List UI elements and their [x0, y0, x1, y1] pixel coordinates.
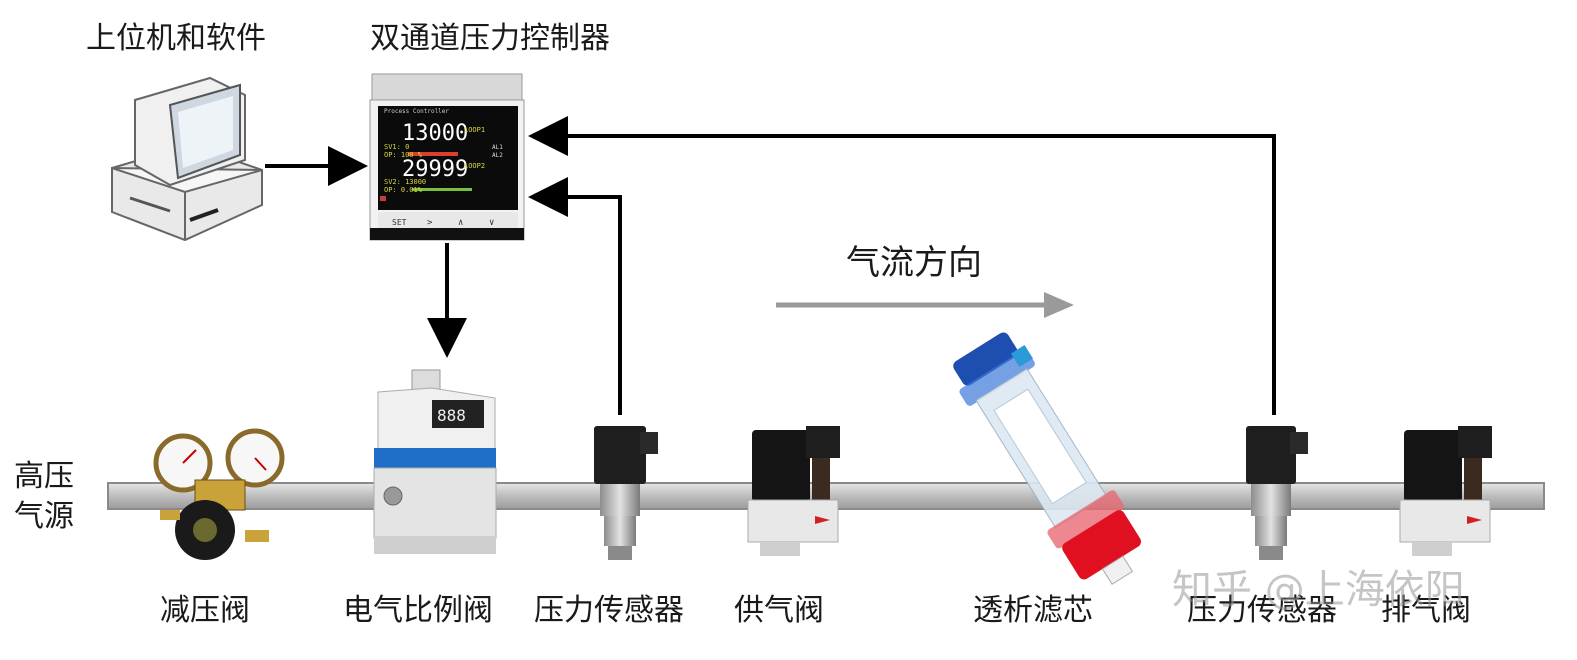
reducing-valve-label: 减压阀	[160, 593, 250, 628]
loop1-op: OP: 100 %	[384, 151, 423, 159]
screen-header: Process Controller	[384, 108, 449, 115]
controller-screen-text: Process Controller 13000 LOOP1 SV1: 0 OP…	[384, 108, 503, 425]
proportional-valve-display: 888	[437, 406, 466, 425]
loop2-op: OP: 0.01%	[384, 186, 423, 194]
watermark: 知乎 @上海依阳	[1172, 567, 1465, 613]
source-label-line1: 高压	[14, 459, 74, 494]
controller-button-set: SET	[392, 218, 407, 227]
proportional-valve-label: 电气比例阀	[343, 593, 493, 628]
pressure-sensor-1-label: 压力传感器	[534, 593, 684, 628]
controller-button-down: ∨	[489, 218, 494, 228]
proportional-valve-icon	[373, 369, 497, 554]
controller-screen	[378, 106, 518, 210]
reducing-valve-icon	[153, 428, 285, 560]
controller-button-right: >	[427, 218, 433, 228]
arrow-sensor1-to-controller	[528, 177, 622, 415]
pressure-controller	[369, 73, 525, 241]
loop1-value: 13000	[402, 121, 468, 146]
loop2-value: 29999	[402, 157, 468, 182]
al2-label: AL2	[492, 152, 503, 159]
dialysis-filter-label: 透析滤芯	[973, 593, 1093, 628]
loop1-tag: LOOP1	[464, 126, 485, 134]
loop2-sv: SV2: 13000	[384, 178, 426, 186]
arrow-sensor2-to-controller	[528, 116, 1276, 415]
exhaust-valve-icon	[1399, 426, 1492, 556]
controller-button-up: ∧	[458, 218, 463, 228]
al1-label: AL1	[492, 144, 503, 151]
filter-port-icon	[1010, 344, 1034, 368]
loop1-sv: SV1: 0	[384, 143, 409, 151]
signal-arrows	[265, 116, 1276, 415]
flow-direction-label: 气流方向	[846, 243, 982, 283]
supply-valve-icon	[747, 426, 840, 556]
loop2-tag: LOOP2	[464, 162, 485, 170]
computer-icon	[111, 76, 263, 242]
source-label-line2: 气源	[14, 499, 74, 534]
supply-valve-label: 供气阀	[734, 593, 824, 628]
host-pc-label: 上位机和软件	[86, 21, 266, 56]
controller-label: 双通道压力控制器	[370, 21, 610, 56]
pressure-sensor-2-label: 压力传感器	[1187, 593, 1337, 628]
pressure-sensor-icon-1	[594, 426, 658, 560]
pressure-sensor-icon-2	[1246, 426, 1308, 560]
exhaust-valve-label: 排气阀	[1381, 593, 1471, 628]
dialysis-filter-icon	[953, 332, 1141, 585]
flow-direction-arrow	[776, 292, 1074, 318]
